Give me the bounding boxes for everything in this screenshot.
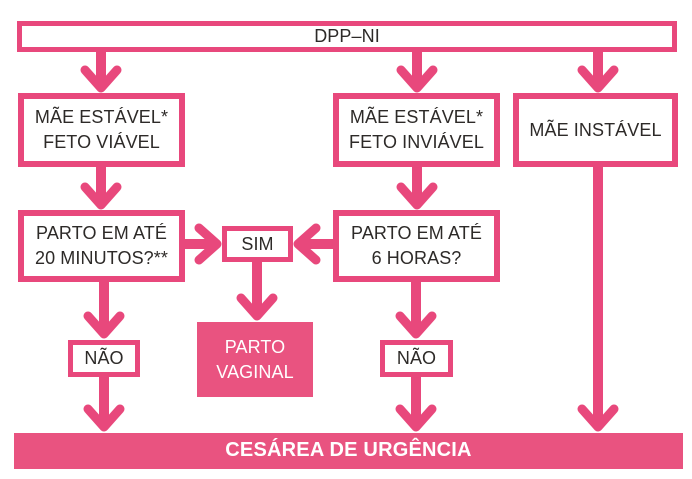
root-box-dpp-ni: DPP–NI	[17, 21, 677, 52]
answer-box-nao-right: NÃO	[380, 340, 453, 377]
answer-box-sim: SIM	[222, 226, 293, 262]
answer-label-yes: SIM	[241, 233, 274, 254]
branch-label-line2: FETO VIÁVEL	[43, 132, 160, 152]
decision-label-line1: PARTO EM ATÉ	[351, 223, 482, 244]
answer-box-nao-left: NÃO	[68, 340, 140, 377]
branch-box-stable-inviable: MÃE ESTÁVEL* FETO INVIÁVEL	[333, 93, 500, 167]
branch-label-line2: FETO INVIÁVEL	[348, 132, 484, 152]
branch-box-unstable: MÃE INSTÁVEL	[513, 93, 678, 167]
answer-label-no: NÃO	[84, 348, 124, 369]
outcome-label-line1: PARTO	[224, 336, 286, 357]
branch-label: MÃE INSTÁVEL	[529, 119, 662, 140]
root-label: DPP–NI	[314, 26, 380, 47]
branch-label-line1: MÃE ESTÁVEL*	[34, 107, 169, 128]
decision-box-delivery-6h: PARTO EM ATÉ 6 HORAS?	[333, 210, 500, 282]
branch-label-line1: MÃE ESTÁVEL*	[349, 107, 484, 128]
outcome-box-parto-vaginal: PARTO VAGINAL	[197, 322, 313, 397]
outcome-label-line2: VAGINAL	[216, 361, 294, 382]
answer-label-no: NÃO	[396, 348, 437, 369]
outcome-label-cesarean: CESÁREA DE URGÊNCIA	[225, 439, 472, 462]
decision-box-delivery-20min: PARTO EM ATÉ 20 MINUTOS?**	[18, 210, 185, 282]
decision-label-line2: 20 MINUTOS?**	[34, 248, 168, 268]
decision-label-line2: 6 HORAS?	[371, 248, 462, 268]
outcome-bar-cesarea-urgencia: CESÁREA DE URGÊNCIA	[14, 433, 683, 469]
branch-box-stable-viable: MÃE ESTÁVEL* FETO VIÁVEL	[18, 93, 185, 167]
decision-label-line1: PARTO EM ATÉ	[36, 223, 167, 244]
